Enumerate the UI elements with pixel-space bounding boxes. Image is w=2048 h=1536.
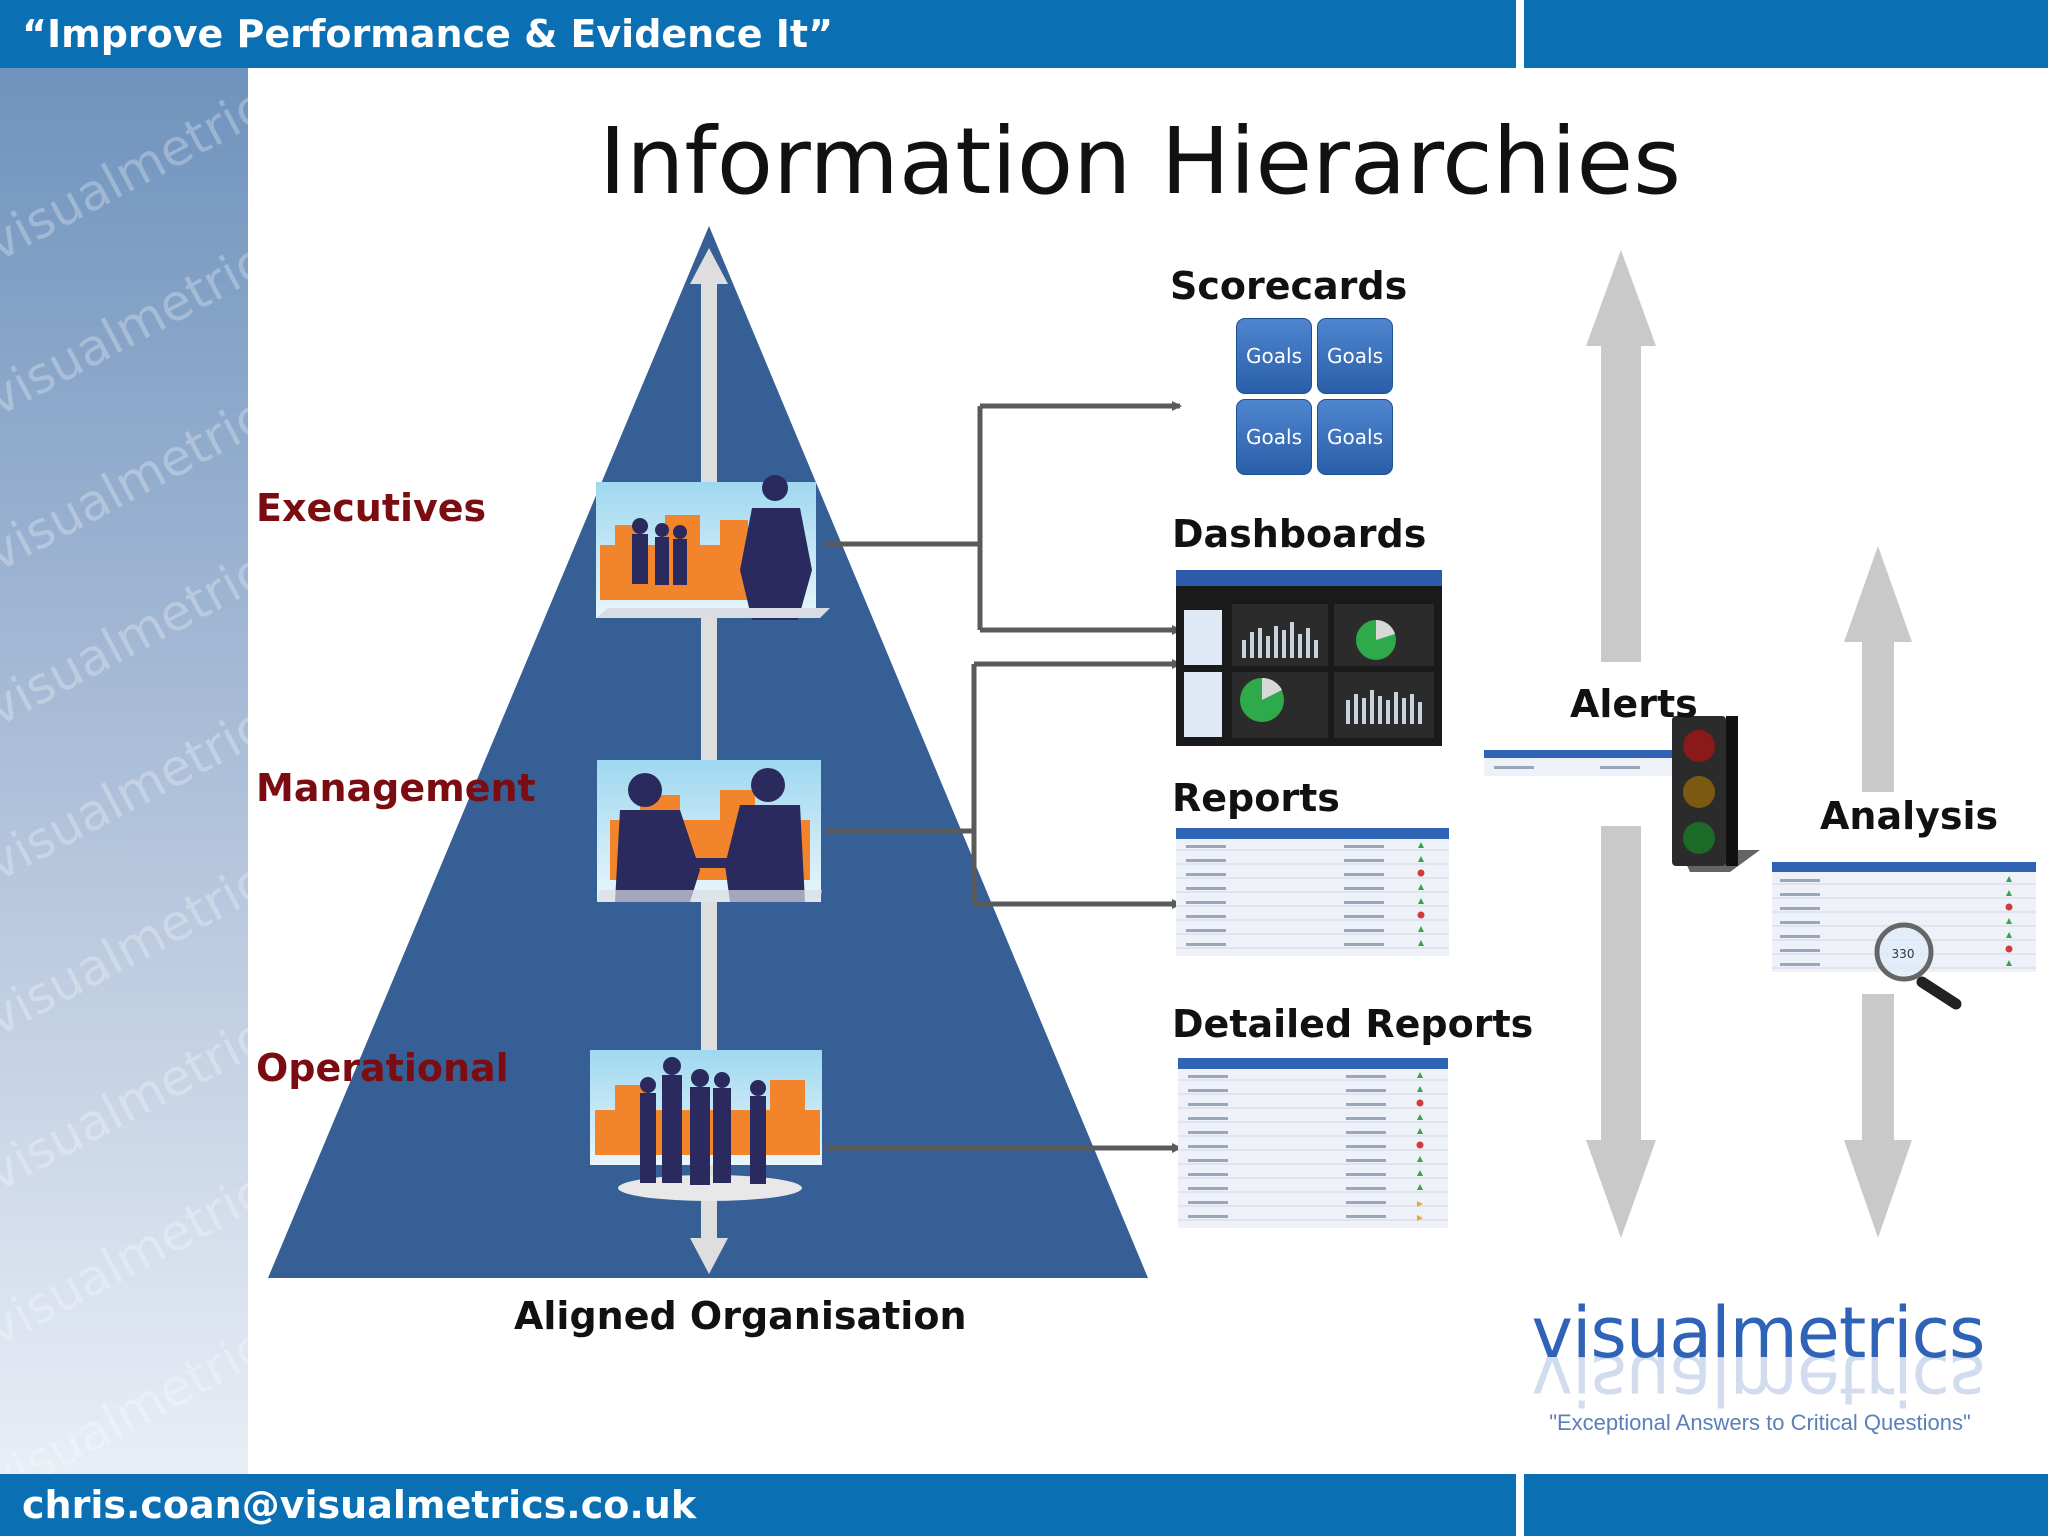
company-logo: visualmetrics xyxy=(1531,1292,1986,1374)
dashboard-thumbnail xyxy=(1176,570,1442,746)
sidebar-watermark: visualmetrics visualmetrics visualmetric… xyxy=(0,68,248,1474)
reports-thumbnail xyxy=(1176,828,1449,956)
management-image xyxy=(597,760,822,902)
analysis-arrows xyxy=(1844,546,1912,1238)
magnifier-icon: 330 xyxy=(1874,922,1962,1010)
detailed-reports-thumbnail xyxy=(1178,1058,1448,1228)
footer-email[interactable]: chris.coan@visualmetrics.co.uk xyxy=(0,1474,1516,1536)
page-title: Information Hierarchies xyxy=(598,108,1682,215)
alerts-label: Alerts xyxy=(1570,682,1698,726)
tier-label-operational: Operational xyxy=(256,1046,509,1090)
tier-label-management: Management xyxy=(256,766,536,810)
operational-image xyxy=(590,1050,822,1201)
detailed-reports-label: Detailed Reports xyxy=(1172,1002,1534,1046)
goal-tile: Goals xyxy=(1236,399,1312,475)
magnifier-value: 330 xyxy=(1892,947,1915,961)
goal-tile: Goals xyxy=(1317,318,1393,394)
goal-tile: Goals xyxy=(1317,399,1393,475)
alerts-arrows xyxy=(1586,250,1656,1238)
traffic-light-icon xyxy=(1672,716,1760,872)
connector-lines xyxy=(826,401,1182,1153)
pyramid-base-label: Aligned Organisation xyxy=(514,1294,967,1338)
analysis-label: Analysis xyxy=(1820,794,1999,838)
logo-tagline: "Exceptional Answers to Critical Questio… xyxy=(1549,1410,1971,1435)
header-tagline: “Improve Performance & Evidence It” xyxy=(0,0,1516,68)
footer-accent xyxy=(1524,1474,2048,1536)
alert-row-thumbnail xyxy=(1484,750,1676,776)
scorecards-label: Scorecards xyxy=(1170,264,1408,308)
reports-label: Reports xyxy=(1172,776,1340,820)
executives-image xyxy=(596,475,830,620)
dashboards-label: Dashboards xyxy=(1172,512,1427,556)
goal-tile: Goals xyxy=(1236,318,1312,394)
header-accent xyxy=(1524,0,2048,68)
tier-label-executives: Executives xyxy=(256,486,487,530)
